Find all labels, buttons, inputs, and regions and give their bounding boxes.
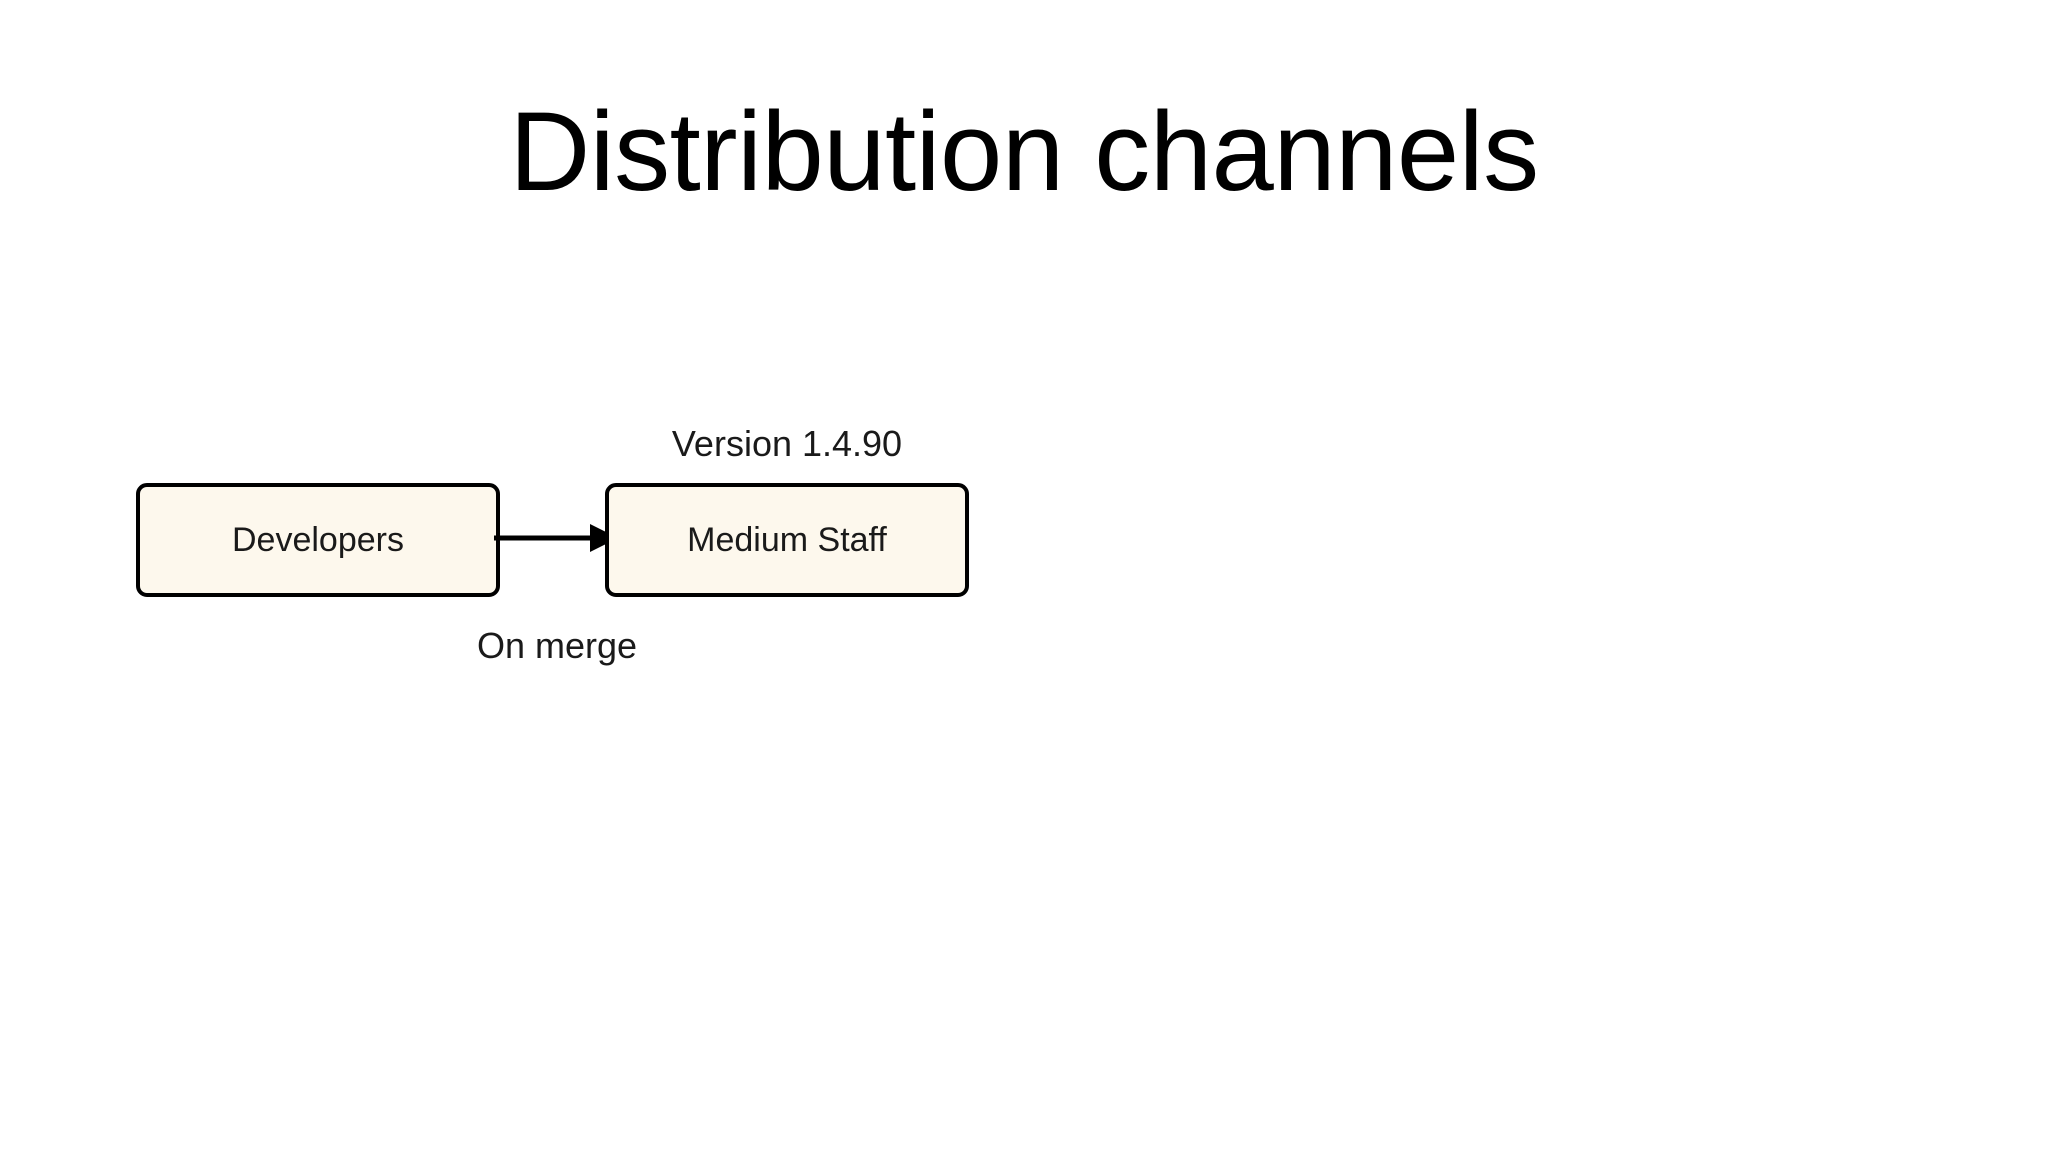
diagram-edge-developers-to-medium-staff — [494, 524, 618, 552]
diagram-node-medium-staff[interactable]: Medium Staff — [605, 483, 969, 597]
page-title: Distribution channels — [509, 89, 1539, 214]
node-annotation-version: Version 1.4.90 — [671, 423, 903, 464]
diagram-node-label: Medium Staff — [687, 521, 887, 559]
edge-label-on-merge: On merge — [477, 625, 638, 666]
diagram-node-label: Developers — [232, 521, 404, 559]
diagram-node-developers[interactable]: Developers — [136, 483, 500, 597]
arrowhead-icon — [590, 524, 618, 552]
